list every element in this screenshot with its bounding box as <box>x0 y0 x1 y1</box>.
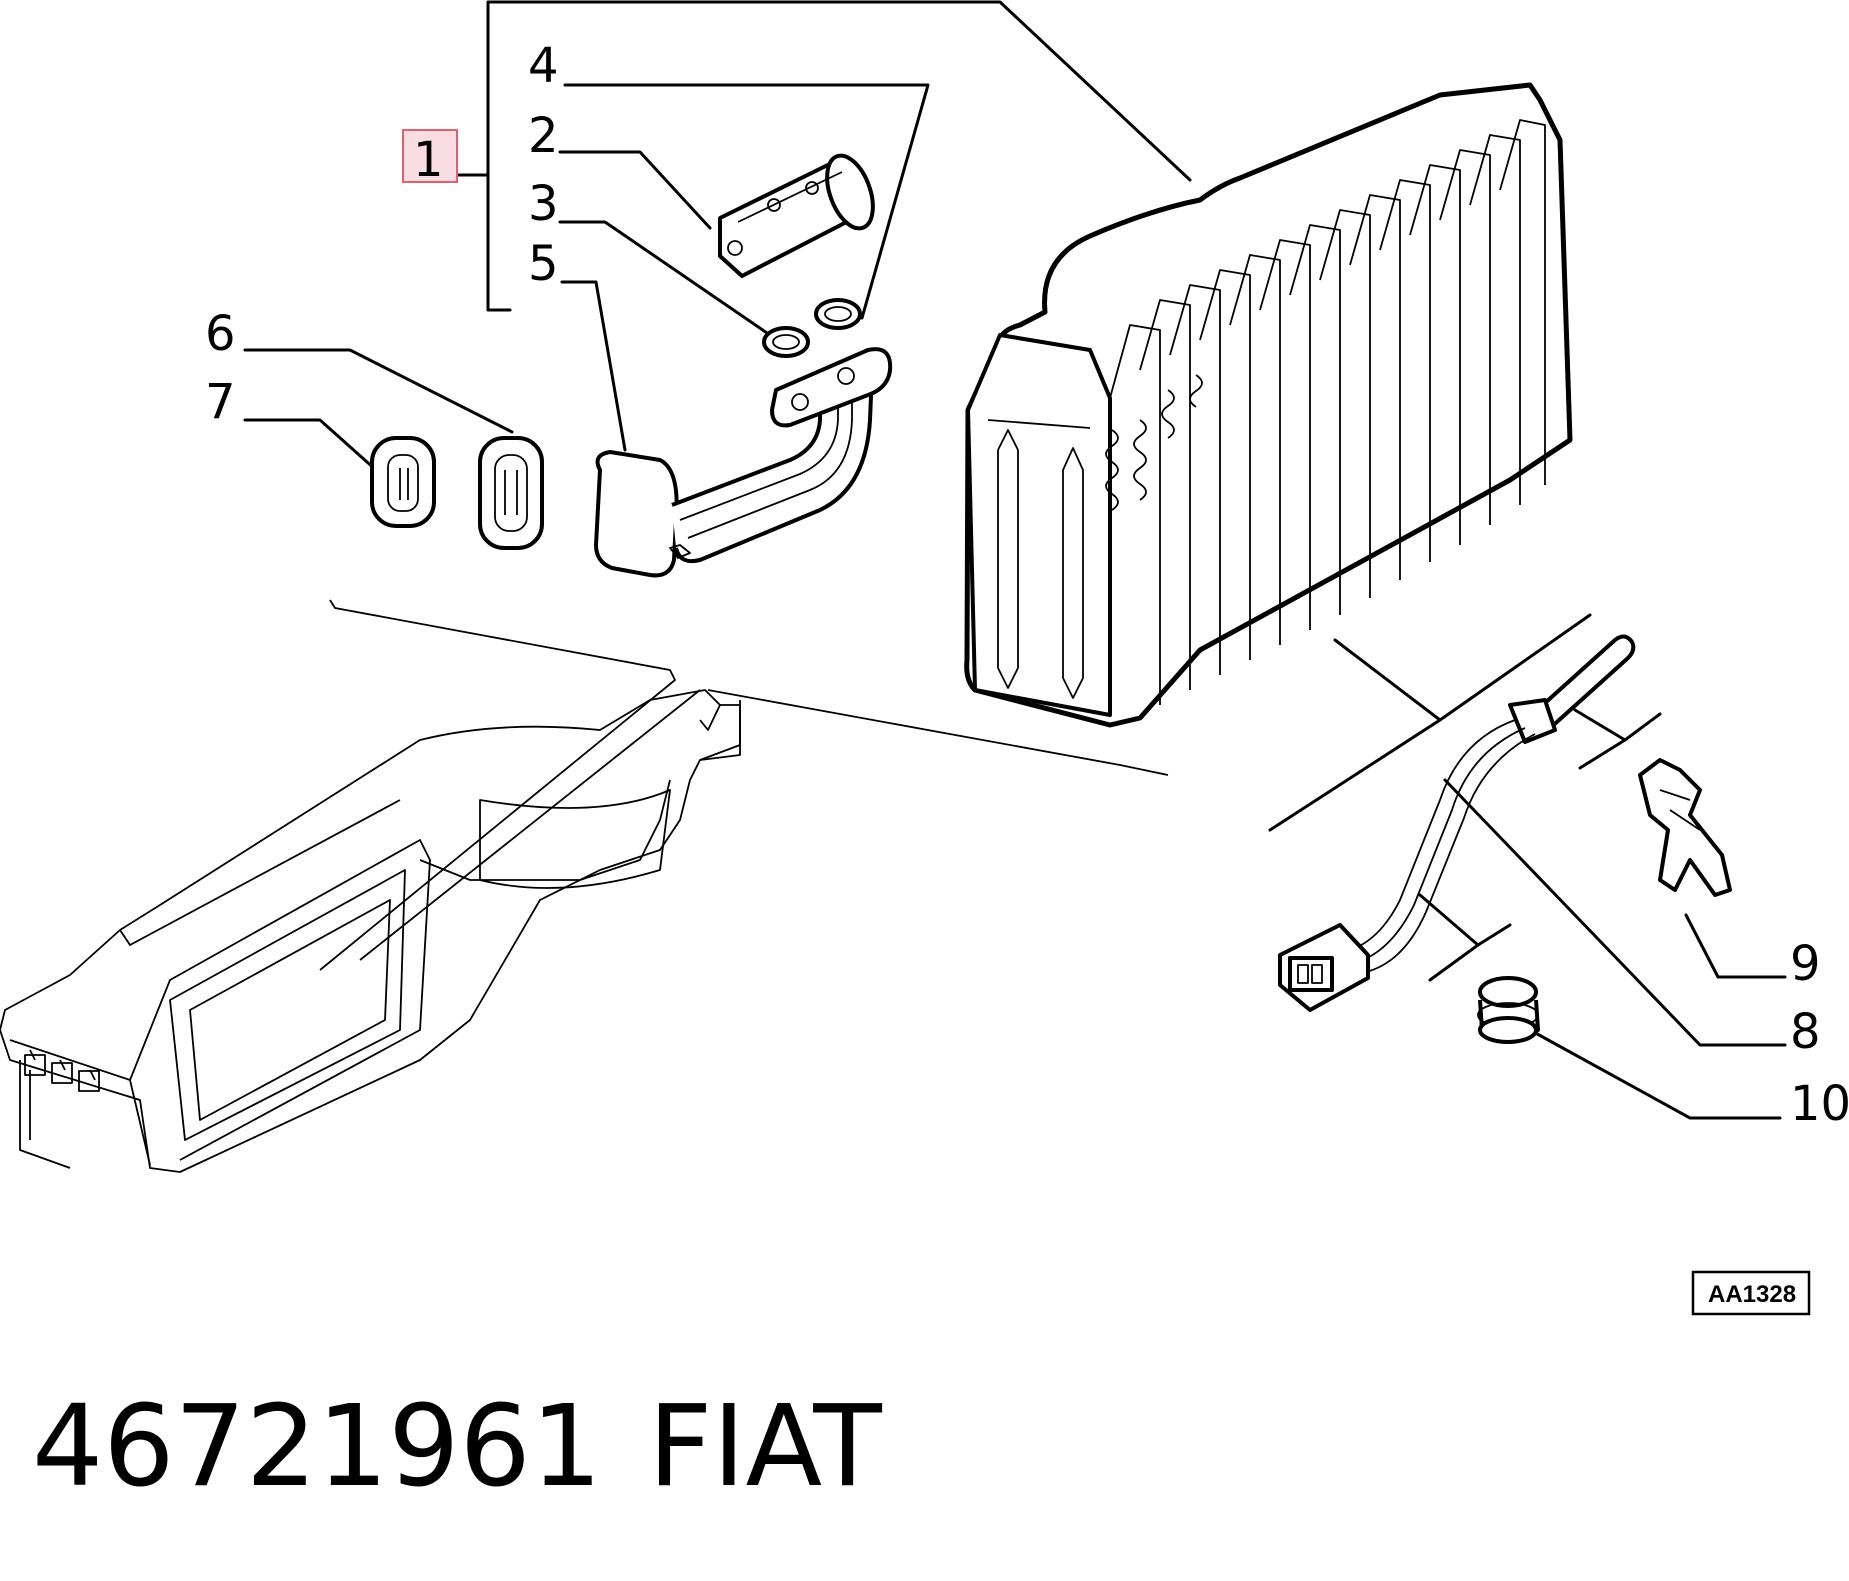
sensor-bracket-b <box>1438 613 1592 722</box>
callout-10: 10 <box>1790 1076 1849 1132</box>
callout-8: 8 <box>1790 1004 1821 1060</box>
callout-1: 1 <box>413 132 444 188</box>
o-ring-4 <box>814 298 862 330</box>
brand-name: FIAT <box>648 1382 882 1512</box>
leader-10 <box>1528 1028 1782 1120</box>
leader-3 <box>558 220 772 337</box>
evaporator-core <box>964 82 1573 728</box>
callout-4: 4 <box>528 38 559 94</box>
leader-8 <box>1443 778 1787 1047</box>
o-ring-3 <box>762 326 810 358</box>
leader-6 <box>243 348 514 434</box>
callout-7: 7 <box>205 374 236 430</box>
assembly-line-upper <box>319 599 676 971</box>
leader-2 <box>558 150 712 230</box>
group-1-bracket <box>486 0 1192 312</box>
part-number: 46721961 <box>32 1382 602 1512</box>
leader-4 <box>563 83 930 320</box>
seal-7 <box>370 436 436 528</box>
leader-lines <box>243 0 1787 1120</box>
sensor-bracket-a <box>1268 638 1442 832</box>
seal-6 <box>478 436 544 550</box>
expansion-valve <box>718 153 875 278</box>
pipe-assembly <box>594 347 893 578</box>
evaporator-fins <box>1109 119 1546 705</box>
grommet-bracket-b <box>1476 923 1512 947</box>
callout-2: 2 <box>528 108 559 164</box>
grommet <box>1477 976 1540 1044</box>
callout-3: 3 <box>528 176 559 232</box>
clip-bracket <box>1573 708 1627 770</box>
clip-bracket-b <box>1623 712 1662 742</box>
leader-9 <box>1684 913 1787 979</box>
callouts: 1 2 3 4 5 6 7 9 8 10 <box>205 38 1849 1132</box>
temperature-sensor <box>1278 634 1636 1012</box>
reference-code-label: AA1328 <box>1691 1270 1811 1316</box>
assembly-line-evap <box>359 689 701 961</box>
callout-9: 9 <box>1790 936 1821 992</box>
assembly-line-lower <box>707 689 1169 776</box>
hvac-housing <box>0 689 741 1173</box>
callout-1-highlight <box>402 129 458 183</box>
grommet-bracket <box>1418 893 1480 982</box>
leader-5 <box>560 280 627 452</box>
caption: 46721961 FIAT <box>32 1382 882 1512</box>
sensor-clip <box>1638 758 1732 897</box>
reference-code-text: AA1328 <box>1708 1281 1796 1308</box>
callout-6: 6 <box>205 306 236 362</box>
leader-7 <box>243 418 387 480</box>
callout-5: 5 <box>528 236 559 292</box>
